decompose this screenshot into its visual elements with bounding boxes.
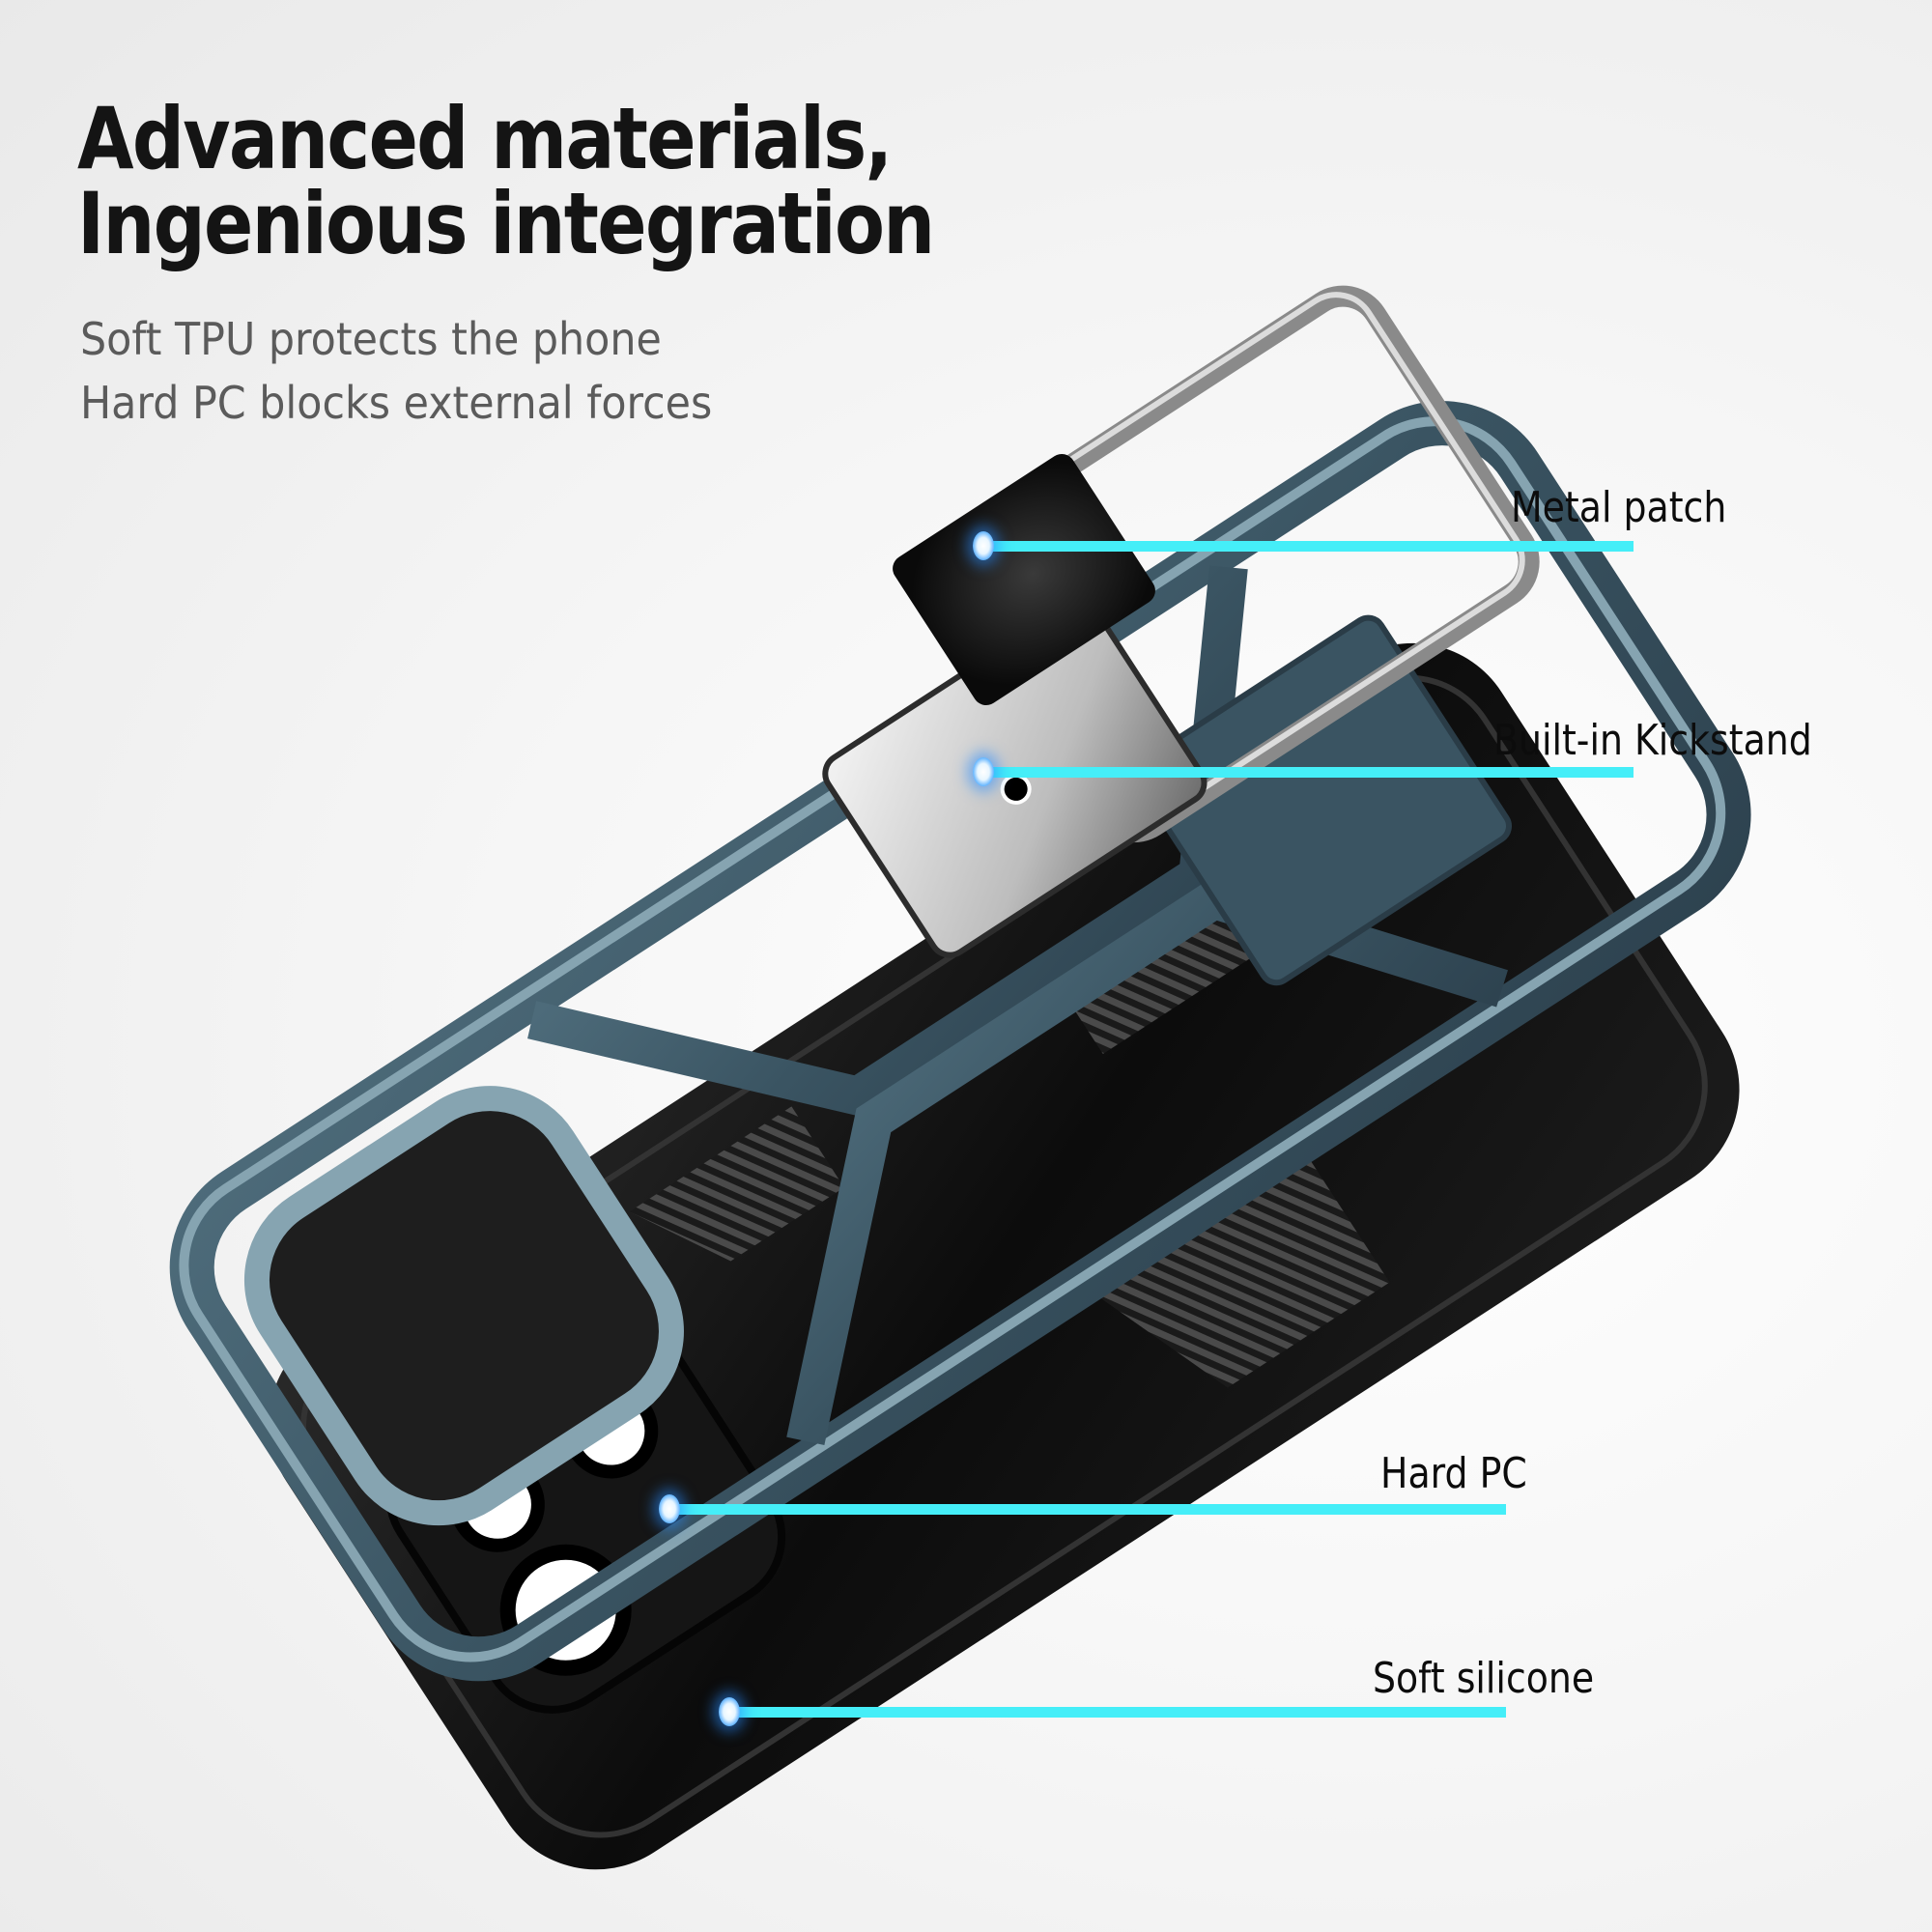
callout-line	[729, 1707, 1506, 1718]
subtitle-line-1: Soft TPU protects the phone	[80, 313, 662, 365]
callout-dot-icon	[719, 1697, 740, 1726]
callout-label: Metal patch	[1511, 483, 1727, 532]
callout-line	[983, 767, 1634, 778]
callout-dot-icon	[659, 1494, 680, 1523]
headline: Advanced materials, Ingenious integratio…	[77, 89, 935, 273]
subtitle-line-2: Hard PC blocks external forces	[80, 377, 713, 429]
callout-line	[669, 1504, 1506, 1515]
callout-label: Hard PC	[1380, 1449, 1527, 1498]
callout-label: Soft silicone	[1373, 1654, 1595, 1703]
callout-dot-icon	[973, 757, 994, 786]
callout-line	[983, 541, 1634, 552]
metal-patch	[893, 453, 1155, 706]
hard-pc-frame	[169, 401, 1751, 1682]
headline-line-1: Advanced materials,	[77, 89, 893, 188]
headline-line-2: Ingenious integration	[77, 174, 935, 273]
subtitle: Soft TPU protects the phone Hard PC bloc…	[80, 307, 712, 435]
callout-dot-icon	[973, 531, 994, 560]
kickstand	[822, 285, 1540, 958]
callout-label: Built-in Kickstand	[1493, 716, 1812, 765]
